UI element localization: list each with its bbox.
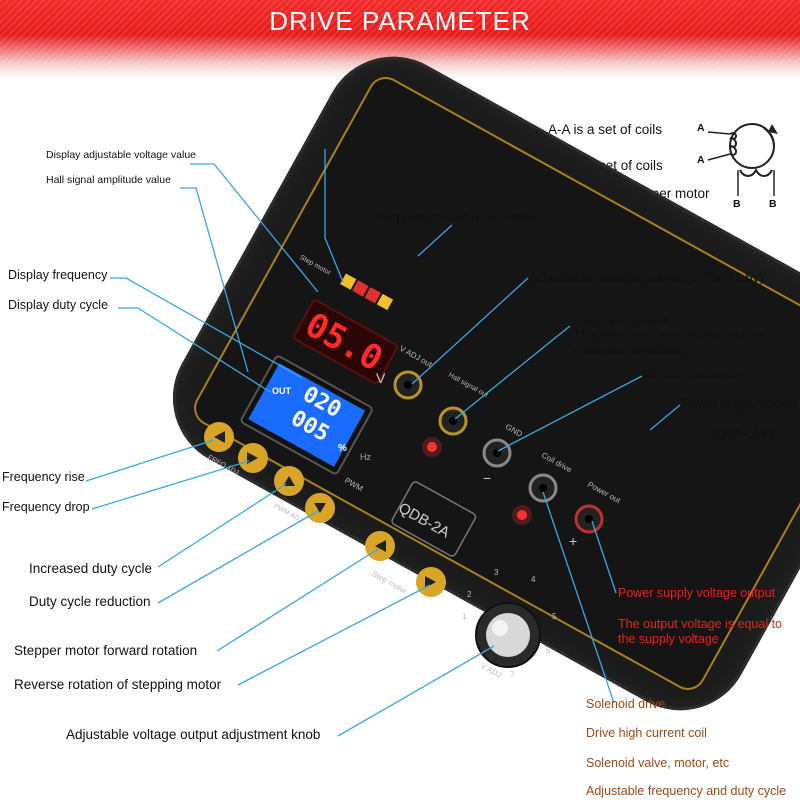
label-solenoid-adjustable: Adjustable frequency and duty cycle	[586, 784, 787, 798]
label-solenoid-high-current: Drive high current coil	[586, 726, 707, 740]
motor-pin-b-left: B	[733, 198, 741, 210]
silk-plus: +	[569, 533, 578, 549]
motor-pin-b-right: B	[769, 198, 777, 210]
label-hall-output-desc: The frequency, amplitude and duty cycle …	[574, 328, 766, 357]
lcd-out-label: OUT	[272, 386, 291, 396]
label-display-duty: Display duty cycle	[8, 298, 109, 312]
lcd-hz-unit: Hz	[360, 452, 371, 462]
label-power-socket: Power supply socket	[682, 397, 797, 411]
page-title: DRIVE PARAMETER	[269, 6, 531, 36]
label-power-output-desc: The output voltage is equal to the suppl…	[618, 617, 783, 646]
knob-scale-2: 2	[467, 590, 472, 599]
label-adjustable-voltage-output: Adjustable voltage output (1.25v-11.5v)	[530, 270, 764, 285]
label-hall-output: Hall signal output	[574, 313, 670, 327]
label-adjust-knob: Adjustable voltage output adjustment kno…	[66, 727, 321, 742]
motor-pin-a-bottom: A	[697, 154, 705, 166]
label-solenoid-drive: Solenoid drive	[586, 697, 666, 711]
knob-scale-5: 5	[552, 612, 557, 621]
label-frequency-rise: Frequency rise	[2, 470, 85, 484]
label-display-voltage: Display adjustable voltage value	[46, 149, 197, 161]
label-power-range: 12V–24V	[712, 426, 778, 443]
knob-scale-4: 4	[531, 575, 536, 584]
knob-scale-7: 7	[510, 670, 515, 679]
silk-minus: −	[483, 470, 492, 486]
coils-aa-label: A-A is a set of coils	[548, 122, 663, 137]
label-stepper-forward: Stepper motor forward rotation	[14, 643, 198, 658]
knob-scale-6: 6	[546, 646, 551, 655]
label-frequency-drop: Frequency drop	[2, 500, 90, 514]
label-drive-socket: Stepping motor drive socket	[376, 209, 544, 224]
label-increase-duty: Increased duty cycle	[29, 561, 153, 576]
label-hall-amplitude: Hall signal amplitude value	[46, 174, 171, 186]
label-duty-reduction: Duty cycle reduction	[29, 594, 151, 609]
led-unit: V	[376, 370, 386, 386]
label-display-frequency: Display frequency	[8, 268, 108, 282]
motor-pin-a-top: A	[697, 122, 705, 134]
label-common-ground: Common ground wire	[644, 369, 745, 381]
label-solenoid-examples: Solenoid valve, motor, etc	[586, 756, 730, 770]
header-banner: DRIVE PARAMETER	[0, 0, 800, 78]
knob-scale-1: 1	[462, 612, 467, 621]
lcd-percent-unit: %	[338, 443, 347, 454]
label-power-output: Power supply voltage output	[618, 586, 776, 600]
silk-step-motor: Step motor	[370, 569, 409, 596]
knob-scale-3: 3	[494, 568, 499, 577]
silk-v-adj: V ADJ	[479, 661, 504, 680]
label-stepper-reverse: Reverse rotation of stepping motor	[14, 677, 222, 692]
stepper-motor-icon	[707, 123, 778, 196]
